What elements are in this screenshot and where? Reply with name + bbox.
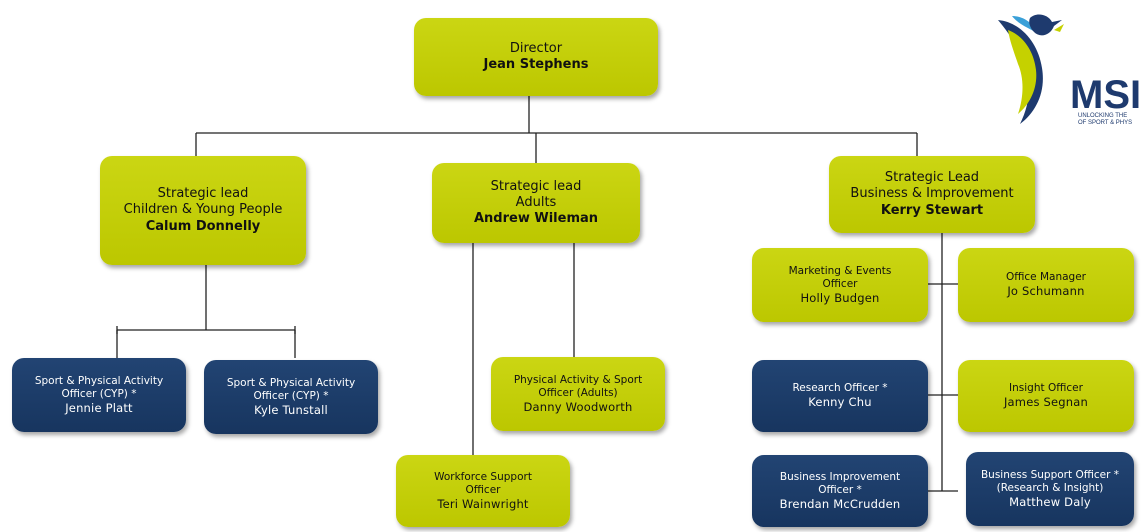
logo-swoosh-navy [998,20,1043,124]
lead-name: Calum Donnelly [145,218,261,234]
officer-title: Sport & Physical Activity [34,374,164,387]
officer-title: Physical Activity & Sport [513,373,643,386]
officer-title: Office Manager [1005,271,1086,284]
officer-box-danny: Physical Activity & Sport Officer (Adult… [491,357,665,431]
officer-name: Kenny Chu [808,395,872,410]
logo-tagline-2: OF SPORT & PHYS [1078,120,1132,126]
officer-title-line2: (Research & Insight) [996,481,1104,494]
lead-name: Kerry Stewart [880,202,984,218]
lead-department: Children & Young People [123,202,283,218]
director-box: Director Jean Stephens [414,18,658,96]
lead-box-business: Strategic Lead Business & Improvement Ke… [829,156,1035,233]
officer-name: Matthew Daly [1009,494,1091,509]
officer-name: Jennie Platt [65,400,133,415]
officer-name: Kyle Tunstall [254,402,328,417]
logo-swoosh-lime [1008,30,1037,114]
officer-title: Research Officer * [792,382,888,395]
logo-bird-head [1029,14,1062,36]
officer-title-line2: Officer (Adults) [538,386,618,399]
director-title: Director [509,40,563,56]
lead-title: Strategic lead [490,178,582,194]
lead-title: Strategic Lead [884,170,980,186]
officer-box-kyle: Sport & Physical Activity Officer (CYP) … [204,360,378,434]
lead-name: Andrew Wileman [473,211,599,227]
officer-box-teri: Workforce Support Officer Teri Wainwrigh… [396,455,570,527]
officer-name: Teri Wainwright [437,496,529,511]
officer-title: Workforce Support [434,470,532,483]
officer-box-james: Insight Officer James Segnan [958,360,1134,432]
officer-box-matthew: Business Support Officer * (Research & I… [966,452,1134,526]
officer-name: Holly Budgen [800,290,880,305]
officer-box-holly: Marketing & Events Officer Holly Budgen [752,248,928,322]
officer-title: Business Support Officer * [980,468,1120,481]
officer-box-jo: Office Manager Jo Schumann [958,248,1134,322]
officer-title: Sport & Physical Activity [226,376,356,389]
officer-name: Jo Schumann [1007,284,1085,299]
officer-name: James Segnan [1003,395,1089,410]
officer-title-line2: Officer [465,483,501,496]
officer-title-line2: Officer (CYP) * [253,389,329,402]
officer-box-jennie: Sport & Physical Activity Officer (CYP) … [12,358,186,432]
logo-swoosh-blue [1012,16,1038,34]
officer-title-line2: Officer (CYP) * [61,387,137,400]
lead-department: Adults [515,194,557,210]
lead-department: Business & Improvement [850,186,1014,202]
officer-name: Danny Woodworth [523,399,633,414]
officer-title-line2: Officer [822,277,858,290]
lead-title: Strategic lead [157,186,249,202]
officer-box-kenny: Research Officer * Kenny Chu [752,360,928,432]
lead-box-cyp: Strategic lead Children & Young People C… [100,156,306,265]
officer-title: Insight Officer [1009,382,1083,395]
officer-title: Business Improvement [779,470,901,483]
lead-box-adults: Strategic lead Adults Andrew Wileman [432,163,640,243]
officer-name: Brendan McCrudden [779,496,901,511]
officer-box-brendan: Business Improvement Officer * Brendan M… [752,455,928,527]
msi-logo: MSI UNLOCKING THE OF SPORT & PHYS [998,14,1141,126]
director-name: Jean Stephens [483,57,589,72]
logo-tagline-1: UNLOCKING THE [1078,113,1127,119]
logo-letters: MSI [1070,73,1141,117]
officer-title: Marketing & Events [788,264,892,277]
logo-bird-leaf [1054,24,1064,32]
officer-title-line2: Officer * [818,483,862,496]
